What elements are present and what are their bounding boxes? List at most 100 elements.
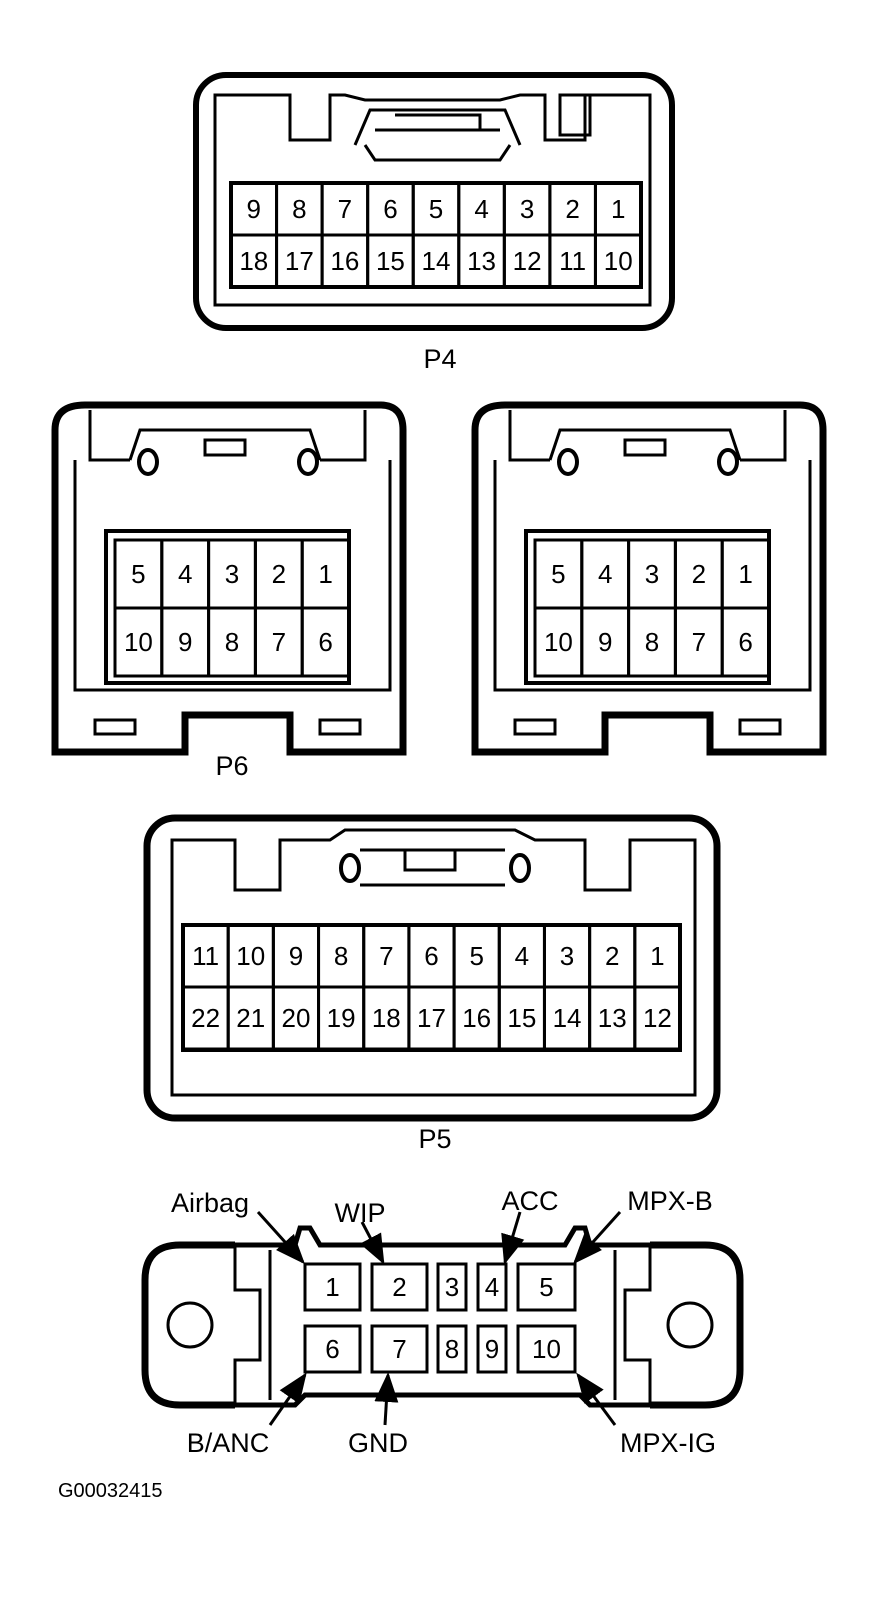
- pin: 3: [502, 181, 552, 237]
- pin: 12: [502, 233, 552, 289]
- pin: 9: [229, 181, 279, 237]
- pin: 19: [317, 985, 366, 1051]
- pin-number: 6: [318, 627, 332, 657]
- pin: 8: [317, 923, 366, 989]
- pin: 5: [452, 923, 501, 989]
- pin-number: 8: [445, 1334, 459, 1364]
- pin-number: 8: [292, 194, 306, 224]
- pin: 11: [181, 923, 230, 989]
- pin: 10: [113, 606, 164, 678]
- pin: 4: [476, 1262, 508, 1312]
- pin: 10: [516, 1324, 577, 1374]
- pin-number: 10: [532, 1334, 561, 1364]
- pin: 1: [720, 538, 771, 610]
- pin: 18: [362, 985, 411, 1051]
- pin-number: 1: [325, 1272, 339, 1302]
- pin-cell: [370, 1262, 429, 1312]
- pin-number: 15: [376, 246, 405, 276]
- pin-number: 6: [424, 941, 438, 971]
- pin: 7: [673, 606, 724, 678]
- pin: 6: [720, 606, 771, 678]
- pin-number: 13: [598, 1003, 627, 1033]
- figure-code: G00032415: [58, 1480, 163, 1502]
- pin: 6: [300, 606, 351, 678]
- pin-cell: [593, 233, 643, 289]
- pin-number: 9: [598, 627, 612, 657]
- pin: 3: [627, 538, 677, 610]
- pin-number: 8: [225, 627, 239, 657]
- pin: 20: [271, 985, 321, 1051]
- pin: 17: [407, 985, 456, 1051]
- pin-number: 1: [611, 194, 625, 224]
- pin-cell: [476, 1262, 508, 1312]
- callout-wip: WIP: [335, 1198, 386, 1228]
- pin: 15: [366, 233, 415, 289]
- pin: 9: [271, 923, 321, 989]
- pin-cell: [720, 606, 771, 678]
- pin: 17: [275, 233, 324, 289]
- pin-number: 7: [338, 194, 352, 224]
- pin: 16: [320, 233, 370, 289]
- pin-number: 7: [392, 1334, 406, 1364]
- pin: 7: [253, 606, 304, 678]
- pin: 4: [457, 181, 506, 237]
- pin-number: 17: [285, 246, 314, 276]
- pin-number: 20: [281, 1003, 310, 1033]
- pin: 4: [160, 538, 211, 610]
- pin-number: 13: [467, 246, 496, 276]
- pin-number: 6: [383, 194, 397, 224]
- pin-cell: [516, 1324, 577, 1374]
- pin-number: 22: [191, 1003, 220, 1033]
- pin-cell: [303, 1324, 362, 1374]
- pin-cell: [516, 1262, 577, 1312]
- callout-mpx-b: MPX-B: [627, 1186, 713, 1216]
- pin: 8: [207, 606, 257, 678]
- pin-cell: [370, 1324, 429, 1374]
- pin-cell: [300, 606, 351, 678]
- pin-number: 8: [645, 627, 659, 657]
- pin: 5: [516, 1262, 577, 1312]
- pin-number: 14: [553, 1003, 582, 1033]
- pin-number: 2: [565, 194, 579, 224]
- pin-number: 4: [474, 194, 488, 224]
- pin: 1: [593, 181, 643, 237]
- pin: 1: [633, 923, 682, 989]
- pin-number: 4: [598, 559, 612, 589]
- pin: 10: [593, 233, 643, 289]
- callout-gnd: GND: [348, 1428, 408, 1458]
- pin: 2: [548, 181, 597, 237]
- connector-label-p4: P4: [423, 344, 456, 374]
- pin-number: 3: [520, 194, 534, 224]
- pin-number: 5: [429, 194, 443, 224]
- pin-number: 4: [515, 941, 529, 971]
- pin: 7: [362, 923, 411, 989]
- pin-number: 7: [272, 627, 286, 657]
- pin-number: 11: [559, 246, 586, 276]
- pin-cell: [476, 1324, 508, 1374]
- pin-number: 3: [445, 1272, 459, 1302]
- pin-number: 3: [225, 559, 239, 589]
- pin-number: 1: [318, 559, 332, 589]
- callout-mpx-ig: MPX-IG: [620, 1428, 716, 1458]
- pin-number: 1: [650, 941, 664, 971]
- pin-number: 10: [124, 627, 153, 657]
- pin: 16: [452, 985, 501, 1051]
- pin-number: 18: [239, 246, 268, 276]
- pin: 8: [275, 181, 324, 237]
- pin-number: 21: [236, 1003, 265, 1033]
- pin: 8: [627, 606, 677, 678]
- pin-number: 10: [236, 941, 265, 971]
- pin: 9: [580, 606, 631, 678]
- pin: 10: [533, 606, 584, 678]
- pin-number: 16: [462, 1003, 491, 1033]
- pin-number: 2: [272, 559, 286, 589]
- pin-number: 5: [551, 559, 565, 589]
- connector-label-p6: P6: [215, 751, 248, 781]
- pin: 1: [303, 1262, 362, 1312]
- pin: 4: [580, 538, 631, 610]
- pin: 10: [226, 923, 275, 989]
